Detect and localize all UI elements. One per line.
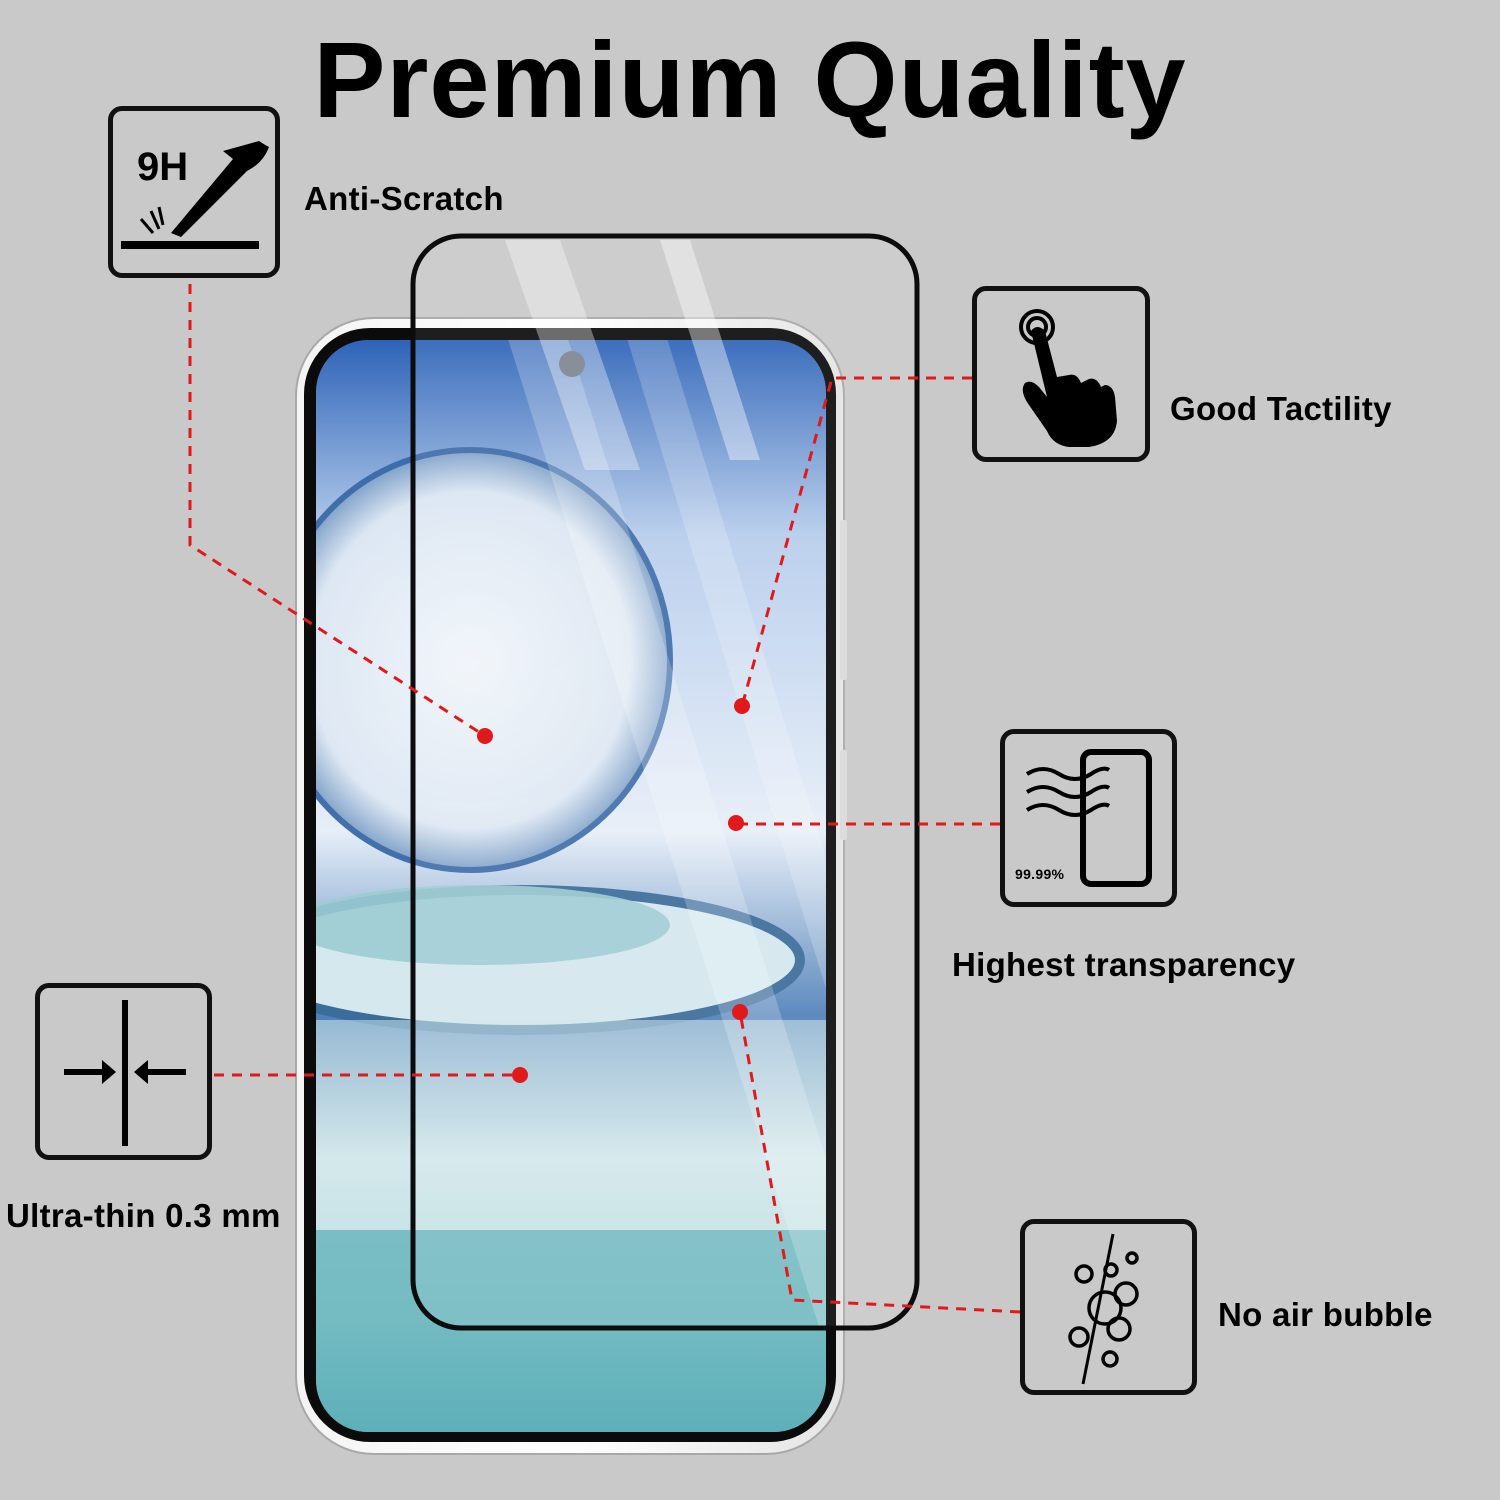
transparency-label: Highest transparency (952, 946, 1296, 983)
ultra-thin-label: Ultra-thin 0.3 mm (6, 1197, 281, 1234)
callout-dot-anti-scratch (477, 728, 493, 744)
tactility-label: Good Tactility (1170, 390, 1392, 427)
bubbles-icon (1068, 1233, 1139, 1385)
callout-anti-scratch (188, 284, 486, 738)
touch-hand-icon (1019, 309, 1117, 447)
callout-dot-transparency (728, 815, 744, 831)
phone-screen (316, 340, 826, 1432)
callout-dot-no-bubble (732, 1004, 748, 1020)
callout-dot-ultra-thin (512, 1067, 528, 1083)
anti-scratch-label: Anti-Scratch (304, 180, 504, 217)
screen-protector (410, 233, 920, 1331)
camera-hole (559, 351, 585, 377)
transparency-phone-icon (1025, 749, 1152, 887)
no-bubble-box (1020, 1219, 1197, 1395)
transparency-box: 99.99% (1000, 729, 1177, 907)
thickness-arrows-icon (64, 1000, 186, 1146)
callout-no-bubble (738, 1011, 1021, 1314)
ultra-thin-box (35, 983, 212, 1160)
callout-lines (188, 284, 1021, 1314)
transparency-badge: 99.99% (1015, 866, 1065, 882)
hardness-badge: 9H (137, 145, 189, 189)
anti-scratch-box: 9H (108, 106, 280, 278)
callout-tactility (740, 376, 972, 707)
page-title: Premium Quality (313, 19, 1187, 140)
tactility-box (972, 286, 1150, 462)
knife-scratch-icon (121, 141, 269, 249)
callout-dot-tactility (734, 698, 750, 714)
no-bubble-label: No air bubble (1218, 1296, 1433, 1333)
